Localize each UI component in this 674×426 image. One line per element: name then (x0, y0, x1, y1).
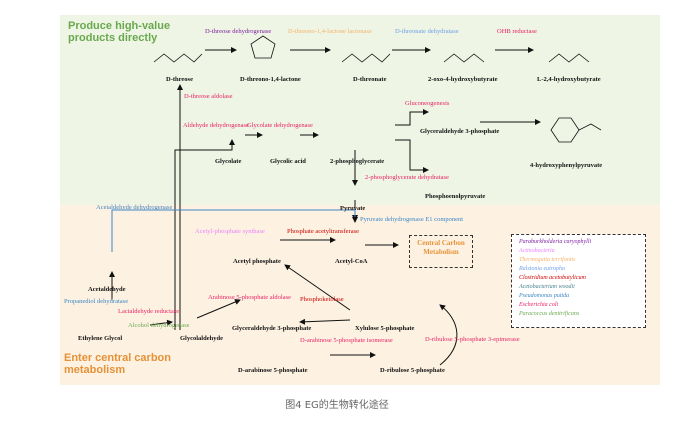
top-section-title: Produce high-value products directly (68, 20, 171, 44)
enzyme-d-threose-dehydrogenase: D-threose dehydrogenase (205, 28, 272, 35)
enzyme-arabinose-isomerase: D-arabinose 5-phosphate isomerase (300, 337, 393, 344)
enzyme-lactonase: D-threono-1,4-lactone lactonase (288, 28, 372, 35)
enzyme-threose-aldolase: D-threose aldolase (184, 93, 233, 100)
compound-glyceraldehyde-3p-top: Glyceraldehyde 3-phosphate (420, 128, 500, 135)
enzyme-ribulose-epimerase: D-ribulose 5-phosphate 3-epimerase (425, 336, 520, 343)
compound-d-threose: D-threose (166, 76, 193, 83)
compound-phosphoenolpyruvate: Phosphoenolpyruvate (425, 193, 486, 200)
compound-glyceraldehyde-3p-bottom: Glyceraldehyde 3-phosphate (232, 325, 312, 332)
enzyme-glycolate-dehydrogenase: Glycolate dehydrogenase (247, 122, 313, 129)
structure-threonate (341, 53, 391, 63)
structure-hydroxyphenylpyruvate (550, 117, 602, 143)
enzyme-threonate-dehydratase: D-threonate dehydratase (395, 28, 459, 35)
legend-item: Paracoccus denitrificans (519, 311, 580, 317)
compound-glycolate: Glycolate (215, 158, 242, 165)
compound-acetyl-coa: Acetyl-CoA (335, 258, 368, 265)
structure-oxo-hydroxybutyrate (443, 53, 485, 63)
compound-d-threonate: D-threonate (353, 76, 387, 83)
compound-glycolaldehyde: Glycolaldehyde (180, 335, 223, 342)
compound-d-ribulose-5p: D-ribulose 5-phosphate (380, 367, 445, 374)
compound-2-phosphoglycerate: 2-phosphoglycerate (330, 158, 385, 165)
legend-item: Acetobacterium woodii (519, 284, 575, 290)
enzyme-acetyl-phosphate-synthase: Acetyl-phosphate synthase (195, 228, 265, 235)
enzyme-acetaldehyde-dehydrogenase: Acetaldehyde dehydrogenase (96, 204, 173, 211)
enzyme-ohb-reductase: OHB reductase (497, 28, 537, 35)
compound-hydroxyphenylpyruvate: 4-hydroxyphenylpyruvate (530, 162, 603, 169)
enzyme-aldehyde-dehydrogenase: Aldehyde dehydrogenase (183, 122, 249, 129)
enzyme-lactaldehyde-reductase: Lactaldehyde reductase (118, 308, 180, 315)
structure-hydroxybutyrate (548, 53, 590, 63)
enzyme-alcohol-dehydrogenase: Alcohol dehydrogenase (128, 322, 190, 329)
compound-l-hydroxybutyrate: L-2,4-hydroxybutyrate (537, 76, 601, 83)
enzyme-propanediol-dehydratase: Propanediol dehydratase (64, 298, 129, 305)
compound-oxo-hydroxybutyrate: 2-oxo-4-hydroxybutyrate (428, 76, 498, 83)
structure-d-threose (153, 53, 203, 63)
legend-item: Pseudomonas putida (519, 293, 570, 299)
compound-ethylene-glycol: Ethylene Glycol (78, 335, 123, 342)
structure-lactone (250, 35, 276, 59)
compound-d-arabinose-5p: D-arabinose 5-phosphate (238, 367, 308, 374)
enzyme-pg-dehydratase: 2-phosphoglycerate dehydratase (365, 174, 449, 181)
compound-pyruvate: Pyruvate (340, 205, 366, 212)
compound-acetaldehyde: Acetaldehyde (88, 286, 126, 293)
enzyme-pyruvate-dehydrogenase: Pyruvate dehydrogenase E1 component (360, 216, 464, 223)
legend-item: Actinobacteria (519, 248, 555, 254)
organism-legend: Paraburkholderia caryophylli Actinobacte… (511, 234, 646, 328)
compound-d-threono-lactone: D-threono-1,4-lactone (240, 76, 301, 83)
compound-glycolic-acid: Glycolic acid (270, 158, 306, 165)
legend-item: Ralstonia eutropha (519, 266, 565, 272)
compound-acetyl-phosphate: Acetyl phosphate (233, 258, 281, 265)
legend-item: Clostridium acetobutylicum (519, 275, 586, 281)
top-section-background (60, 15, 660, 205)
legend-item: Paraburkholderia caryophylli (519, 239, 592, 245)
figure-caption: 图4 EG的生物转化途径 (285, 400, 389, 411)
compound-xylulose-5p: Xylulose 5-phosphate (355, 325, 415, 332)
legend-item: Escherichia coli (519, 302, 559, 308)
enzyme-gluconeogenesis: Gluconeogenesis (405, 100, 450, 107)
enzyme-phosphate-acetyltransferase: Phosphate acetyltransferase (287, 228, 360, 235)
central-carbon-metabolism-box: Central Carbon Metabolism (409, 235, 473, 268)
enzyme-phosphoketolase: Phosphoketolase (300, 296, 344, 303)
legend-item: Thermogutta terrifontis (519, 257, 576, 263)
enzyme-arabinose-aldolase: Arabinose 5-phosphate aldolase (208, 294, 292, 301)
bottom-section-title: Enter central carbon metabolism (64, 352, 171, 376)
